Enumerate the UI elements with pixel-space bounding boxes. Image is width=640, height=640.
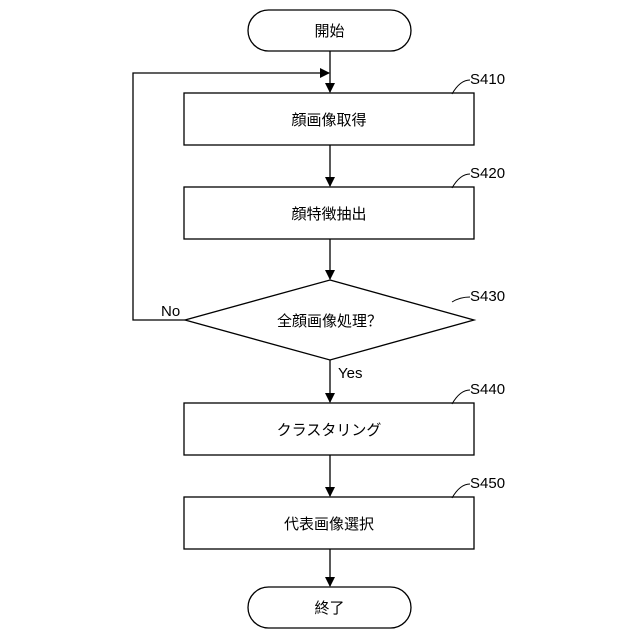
step-id-s410: S410 — [470, 72, 505, 87]
decision-s430-label: 全顔画像処理？ — [185, 300, 474, 340]
leader-s420 — [452, 174, 470, 188]
end-label: 終了 — [248, 587, 411, 628]
step-id-s420: S420 — [470, 166, 505, 181]
step-id-s440: S440 — [470, 382, 505, 397]
step-s450-label: 代表画像選択 — [184, 497, 474, 549]
branch-no-label: No — [161, 304, 180, 319]
leader-s440 — [452, 390, 470, 404]
step-s440-label: クラスタリング — [184, 403, 474, 455]
step-id-s430: S430 — [470, 289, 505, 304]
leader-s410 — [452, 80, 470, 94]
step-id-s450: S450 — [470, 476, 505, 491]
step-s410-label: 顔画像取得 — [184, 93, 474, 145]
step-s420-label: 顔特徴抽出 — [184, 187, 474, 239]
start-label: 開始 — [248, 10, 411, 51]
leader-s450 — [452, 484, 470, 498]
branch-yes-label: Yes — [338, 366, 362, 381]
